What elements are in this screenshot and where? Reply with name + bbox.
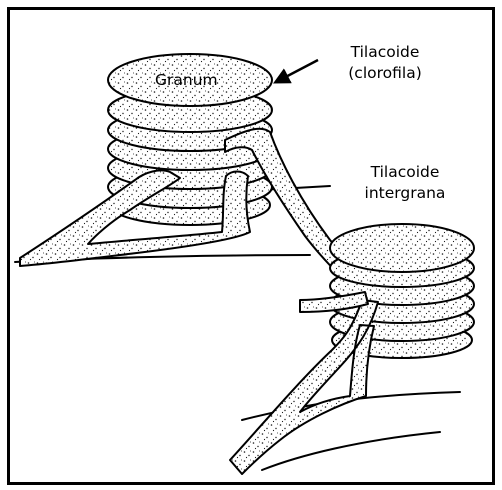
- stroma-thylakoid-right: [230, 300, 378, 474]
- label-intergrana-line2: intergrana: [350, 183, 460, 204]
- stroma-lamella-line: [262, 432, 440, 470]
- arrow-pointer: [276, 60, 318, 82]
- label-clorofila-line2: (clorofila): [330, 63, 440, 84]
- label-tilacoide-intergrana: Tilacoide intergrana: [350, 162, 460, 204]
- label-tilacoide-clorofila: Tilacoide (clorofila): [330, 42, 440, 84]
- label-granum: Granum: [155, 70, 218, 91]
- label-tilacoide-line1: Tilacoide: [330, 42, 440, 63]
- label-tilacoide-line1: Tilacoide: [350, 162, 460, 183]
